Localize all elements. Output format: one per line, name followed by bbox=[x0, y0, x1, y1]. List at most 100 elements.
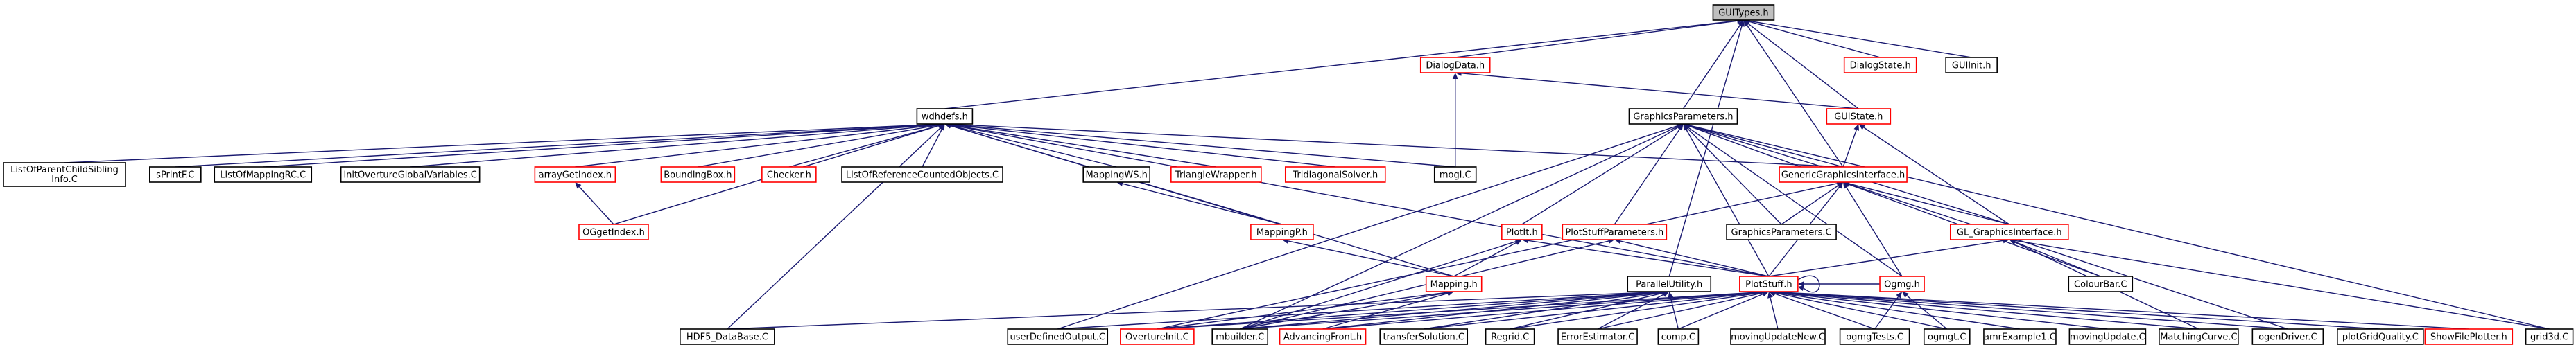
node-ogmgTests[interactable]: ogmgTests.C bbox=[1839, 328, 1910, 345]
edge-mogl-to-DialogData bbox=[1452, 73, 1458, 167]
node-sPrintF[interactable]: sPrintF.C bbox=[149, 166, 202, 183]
node-PlotStuff[interactable]: PlotStuff.h bbox=[1739, 276, 1799, 292]
node-Ogmg[interactable]: Ogmg.h bbox=[1879, 276, 1925, 292]
arrowhead bbox=[1452, 73, 1458, 79]
node-initOvertureGlobalVariables[interactable]: initOvertureGlobalVariables.C bbox=[340, 166, 481, 183]
node-wdhdefs[interactable]: wdhdefs.h bbox=[916, 108, 974, 125]
node-MappingP[interactable]: MappingP.h bbox=[1250, 224, 1314, 240]
edge-MappingWS-to-wdhdefs bbox=[944, 123, 1117, 168]
arrowhead bbox=[1797, 281, 1804, 287]
edge-plotGridQuality-to-PlotStuff bbox=[1768, 289, 2380, 330]
node-GenericGraphicsInterface[interactable]: GenericGraphicsInterface.h bbox=[1779, 166, 1908, 183]
edge-ShowFilePlotter-to-PlotStuff bbox=[1768, 289, 2469, 330]
node-label: MappingP.h bbox=[1256, 228, 1308, 238]
node-box bbox=[1250, 224, 1314, 240]
node-label: Ogmg.h bbox=[1884, 280, 1920, 290]
node-GraphicsParameters[interactable]: GraphicsParameters.h bbox=[1628, 108, 1738, 125]
node-userDefinedOutput[interactable]: userDefinedOutput.C bbox=[1007, 328, 1109, 345]
node-label: ShowFilePlotter.h bbox=[2430, 332, 2507, 343]
edge-MappingP-to-MappingWS bbox=[1116, 181, 1283, 225]
node-label: ParallelUtility.h bbox=[1636, 280, 1702, 290]
node-Checker[interactable]: Checker.h bbox=[761, 166, 817, 183]
node-GL_GraphicsInterface[interactable]: GL_GraphicsInterface.h bbox=[1949, 224, 2069, 240]
node-ColourBar[interactable]: ColourBar.C bbox=[2068, 276, 2134, 292]
node-label: GraphicsParameters.h bbox=[1633, 112, 1733, 123]
node-grid3d[interactable]: grid3d.C bbox=[2525, 328, 2574, 345]
node-GUIInit[interactable]: GUIInit.h bbox=[1945, 57, 1998, 73]
node-plotGridQuality[interactable]: plotGridQuality.C bbox=[2337, 328, 2424, 345]
edge-DialogData-to-GUITypes bbox=[1455, 18, 1744, 58]
arrowhead bbox=[1896, 292, 1903, 299]
node-ListOfMappingRC[interactable]: ListOfMappingRC.C bbox=[214, 166, 313, 183]
node-BoundingBox[interactable]: BoundingBox.h bbox=[660, 166, 736, 183]
node-amrExample1[interactable]: amrExample1.C bbox=[1983, 328, 2057, 345]
node-ErrorEstimator[interactable]: ErrorEstimator.C bbox=[1557, 328, 1638, 345]
node-MatchingCurve[interactable]: MatchingCurve.C bbox=[2159, 328, 2239, 345]
node-PlotStuffParameters[interactable]: PlotStuffParameters.h bbox=[1562, 224, 1668, 240]
node-MappingWS[interactable]: MappingWS.h bbox=[1082, 166, 1150, 183]
node-box bbox=[916, 108, 974, 125]
node-OGgetIndex[interactable]: OGgetIndex.h bbox=[578, 224, 649, 240]
arrowhead bbox=[938, 124, 945, 131]
arrowhead bbox=[1515, 238, 1522, 244]
node-ParallelUtility[interactable]: ParallelUtility.h bbox=[1627, 276, 1712, 292]
node-box bbox=[1826, 108, 1892, 125]
node-label: arrayGetIndex.h bbox=[539, 170, 612, 181]
edge-Ogmg-to-PlotStuff bbox=[1797, 281, 1881, 287]
node-box bbox=[2068, 276, 2134, 292]
node-movingUpdate[interactable]: movingUpdate.C bbox=[2068, 328, 2147, 345]
node-mbuilder[interactable]: mbuilder.C bbox=[1211, 328, 1269, 345]
node-box bbox=[1279, 328, 1367, 345]
node-ShowFilePlotter[interactable]: ShowFilePlotter.h bbox=[2424, 328, 2514, 345]
arrowhead bbox=[1762, 291, 1769, 297]
edge-ogmgt-to-Ogmg bbox=[1902, 292, 1948, 330]
edge-PlotStuff-self-loop bbox=[1797, 275, 1820, 293]
node-GraphicsParametersC[interactable]: GraphicsParameters.C bbox=[1726, 224, 1837, 240]
node-Mapping[interactable]: Mapping.h bbox=[1425, 276, 1483, 292]
node-PlotIt[interactable]: PlotIt.h bbox=[1501, 224, 1543, 240]
node-HDF5_DataBase[interactable]: HDF5_DataBase.C bbox=[680, 328, 775, 345]
node-label: Mapping.h bbox=[1430, 280, 1478, 290]
node-movingUpdateNew[interactable]: movingUpdateNew.C bbox=[1730, 328, 1826, 345]
node-DialogData[interactable]: DialogData.h bbox=[1419, 57, 1491, 73]
node-Regrid[interactable]: Regrid.C bbox=[1485, 328, 1535, 345]
edge-wdhdefs-to-GUITypes bbox=[944, 18, 1744, 109]
node-ogenDriver[interactable]: ogenDriver.C bbox=[2251, 328, 2324, 345]
node-label: ListOfReferenceCountedObjects.C bbox=[846, 170, 999, 181]
node-comp[interactable]: comp.C bbox=[1657, 328, 1700, 345]
node-box bbox=[214, 166, 313, 183]
node-box bbox=[1557, 328, 1638, 345]
node-GUIState[interactable]: GUIState.h bbox=[1826, 108, 1892, 125]
node-mogl[interactable]: mogl.C bbox=[1433, 166, 1477, 183]
node-ListOfReferenceCountedObjects[interactable]: ListOfReferenceCountedObjects.C bbox=[841, 166, 1003, 183]
node-label: AdvancingFront.h bbox=[1283, 332, 1362, 343]
edge-ColourBar-to-GL_GraphicsInterface bbox=[2009, 239, 2101, 277]
node-TridiagonalSolver[interactable]: TridiagonalSolver.h bbox=[1284, 166, 1386, 183]
node-box bbox=[1501, 224, 1543, 240]
arrowhead bbox=[1676, 124, 1684, 130]
node-label: ogmgt.C bbox=[1928, 332, 1966, 343]
node-box bbox=[841, 166, 1003, 183]
node-DialogState[interactable]: DialogState.h bbox=[1843, 57, 1917, 73]
edge-PlotStuff-to-GL_GraphicsInterface bbox=[1768, 238, 2009, 277]
arrowhead bbox=[1858, 124, 1866, 130]
edge-DialogState-to-GUITypes bbox=[1743, 19, 1881, 58]
node-transferSolution[interactable]: transferSolution.C bbox=[1379, 328, 1469, 345]
node-box bbox=[3, 162, 126, 187]
node-label: PlotIt.h bbox=[1506, 228, 1538, 238]
node-OvertureInit[interactable]: OvertureInit.C bbox=[1120, 328, 1195, 345]
edge-ogmgTests-to-Ogmg bbox=[1874, 292, 1903, 330]
node-box bbox=[680, 328, 775, 345]
node-AdvancingFront[interactable]: AdvancingFront.h bbox=[1279, 328, 1367, 345]
arrowhead bbox=[575, 182, 582, 189]
node-arrayGetIndex[interactable]: arrayGetIndex.h bbox=[534, 166, 616, 183]
node-ogmgt[interactable]: ogmgt.C bbox=[1923, 328, 1971, 345]
arrowhead bbox=[1843, 182, 1849, 189]
node-GUITypes[interactable]: GUITypes.h bbox=[1712, 4, 1775, 21]
node-label: mogl.C bbox=[1440, 170, 1471, 181]
node-box bbox=[2068, 328, 2147, 345]
node-TriangleWrapper[interactable]: TriangleWrapper.h bbox=[1170, 166, 1262, 183]
node-label: GraphicsParameters.C bbox=[1731, 228, 1832, 238]
